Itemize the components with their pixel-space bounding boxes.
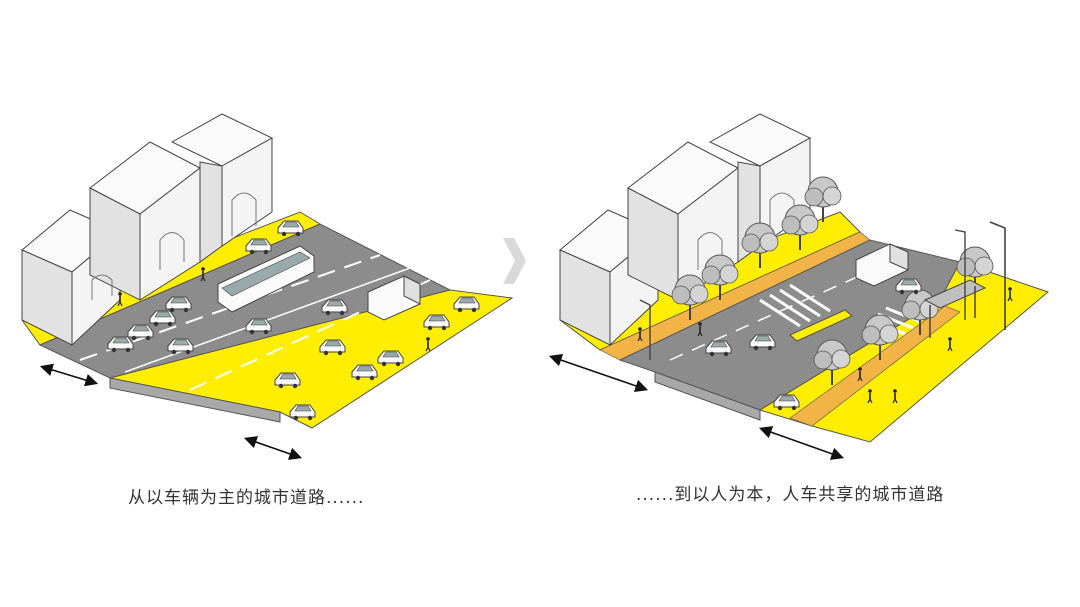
truck-icon	[367, 275, 421, 321]
right-shared-street	[548, 113, 1049, 460]
double-arrow-icon	[39, 363, 99, 387]
left-buildings	[21, 113, 274, 347]
bus-icon	[217, 245, 315, 313]
truck-icon-right	[855, 243, 909, 287]
caption-left: 从以车辆为主的城市道路......	[128, 488, 365, 508]
chevron-right-icon	[503, 238, 526, 284]
caption-right: ......到以人为本，人车共享的城市道路	[636, 485, 945, 505]
left-car-oriented-street	[21, 113, 514, 460]
bus-shelter-icon	[923, 279, 987, 338]
